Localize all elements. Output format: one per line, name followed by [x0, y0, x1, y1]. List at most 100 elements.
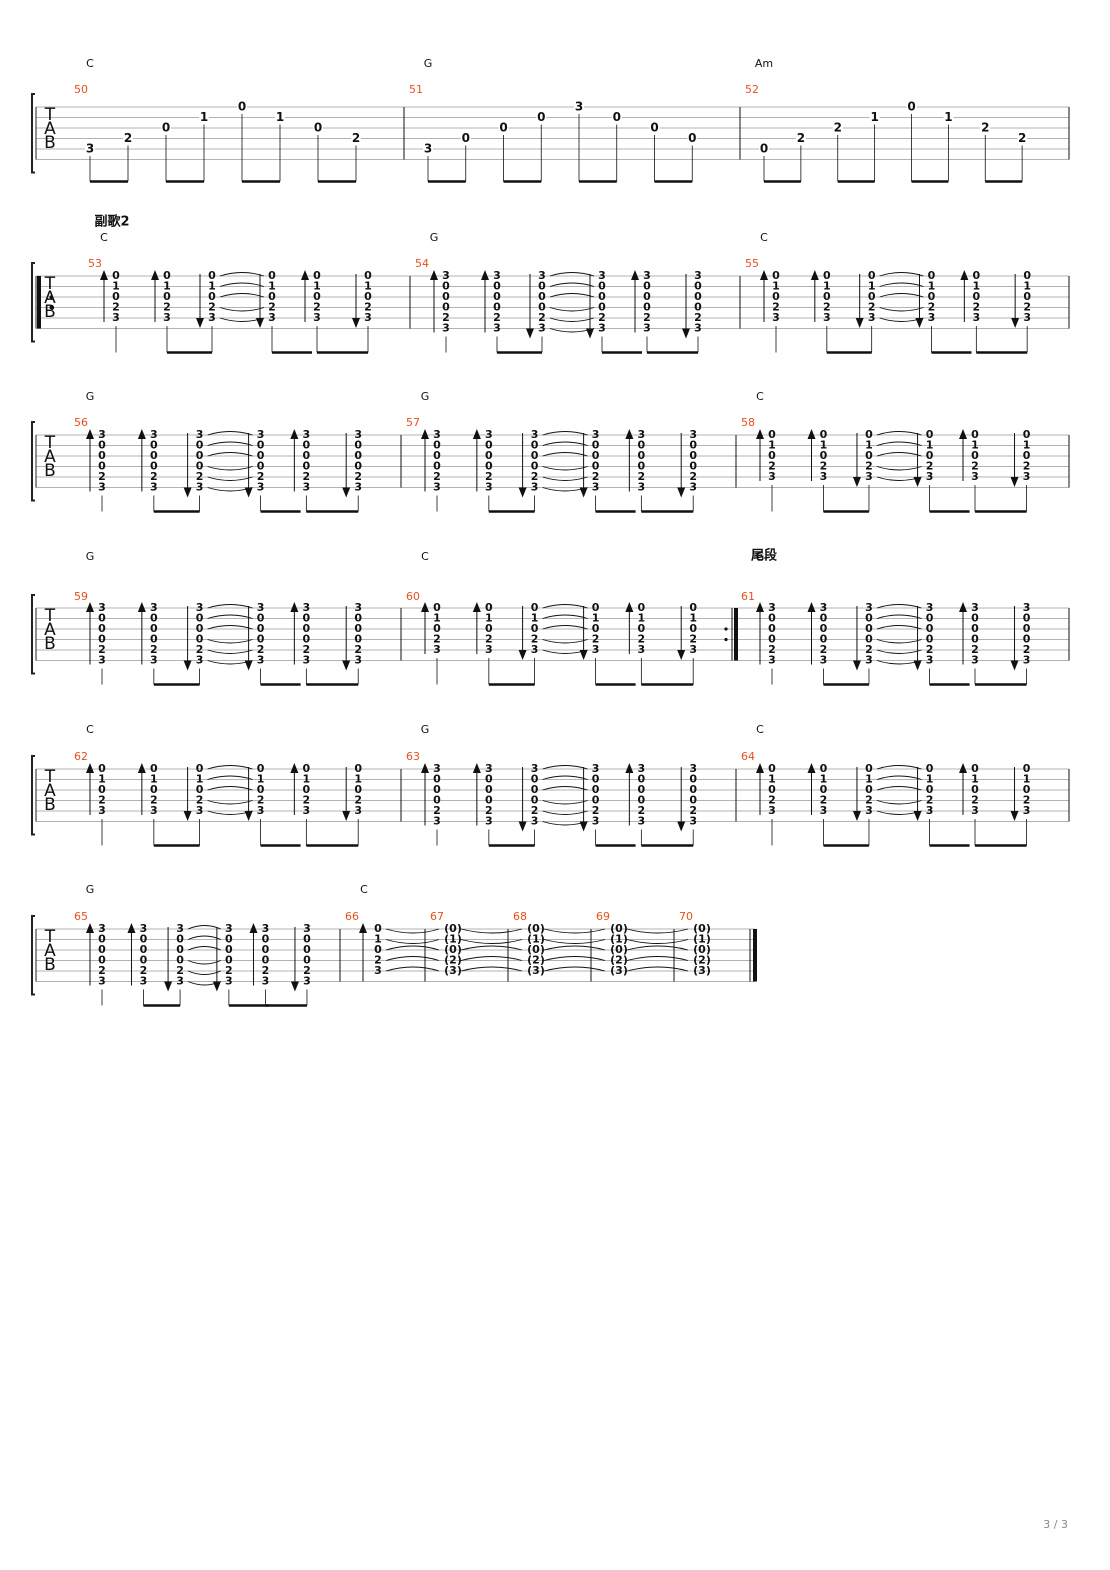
fret-number: 2 [98, 643, 106, 656]
fret-number: 3 [433, 481, 441, 494]
fret-number: 0 [98, 943, 106, 956]
fret-number: 2 [150, 470, 158, 483]
tie-curve [879, 282, 924, 287]
fret-number: 0 [303, 633, 311, 646]
strum-down-arrow [352, 318, 360, 328]
fret-number: 1 [865, 773, 873, 786]
fret-number: 0 [768, 783, 776, 796]
fret-number: 0 [926, 633, 934, 646]
fret-number: 0 [98, 449, 106, 462]
fret-number: 0 [98, 933, 106, 946]
tie-curve [542, 765, 588, 770]
fret-background [943, 111, 954, 124]
fret-number: 3 [485, 428, 493, 441]
fret-number: 0 [485, 794, 493, 807]
fret-number: 0 [772, 290, 780, 303]
fret-number: 1 [1023, 280, 1031, 293]
fret-number: 0 [1023, 290, 1031, 303]
section-label: 副歌2 [94, 214, 129, 230]
fret-number: 3 [638, 643, 646, 656]
fret-number: (2) [527, 954, 545, 967]
fret-number: 0 [196, 783, 204, 796]
measure-number: 53 [88, 257, 102, 270]
fret-number: 3 [196, 804, 204, 817]
fret-number: (0) [444, 922, 462, 935]
fret-number: 0 [354, 449, 362, 462]
tie-curve [542, 452, 588, 457]
system-bracket [31, 421, 35, 502]
fret-number: 3 [689, 428, 697, 441]
fret-number: 2 [352, 131, 360, 145]
fret-number: 3 [493, 269, 501, 282]
fret-number: (0) [693, 922, 711, 935]
strum-down-arrow [518, 650, 527, 660]
tie-curve [626, 928, 689, 934]
tie-curve [876, 649, 922, 654]
fret-number: 3 [303, 922, 311, 935]
fret-number: 2 [257, 470, 265, 483]
fret-number: 0 [354, 439, 362, 452]
fret-number: 0 [303, 612, 311, 625]
system-bracket [31, 755, 35, 836]
strum-down-arrow [244, 811, 253, 821]
strum-up-arrow [86, 429, 94, 439]
fret-number: 3 [973, 311, 981, 324]
fret-number: 0 [176, 933, 184, 946]
fret-number: 2 [485, 633, 493, 646]
strum-up-arrow [359, 923, 367, 933]
fret-number: 0 [176, 954, 184, 967]
fret-number: 0 [538, 290, 546, 303]
fret-background [199, 111, 209, 124]
fret-number: 0 [485, 601, 493, 614]
fret-number: 0 [433, 460, 441, 473]
measure-number: 69 [596, 910, 610, 923]
tie-curve [542, 614, 588, 619]
strum-down-arrow [256, 318, 264, 328]
fret-number: 0 [643, 280, 651, 293]
tie-curve [219, 282, 265, 287]
fret-number: 0 [531, 439, 539, 452]
fret-number: 3 [689, 481, 697, 494]
fret-number: 0 [928, 269, 936, 282]
fret-number: 0 [433, 622, 441, 635]
fret-number: 0 [313, 269, 321, 282]
fret-number: 3 [820, 804, 828, 817]
fret-number: 3 [225, 922, 233, 935]
fret-number: 2 [196, 643, 204, 656]
fret-number: 2 [689, 470, 697, 483]
strum-up-arrow [290, 429, 299, 439]
measure-number: 66 [345, 910, 359, 923]
strum-up-arrow [421, 429, 429, 439]
fret-number: 0 [638, 439, 646, 452]
fret-background [1017, 132, 1028, 145]
chord-name: C [756, 723, 764, 736]
tie-curve [219, 307, 265, 312]
chord-name: C [421, 550, 429, 563]
tie-curve [876, 431, 922, 436]
fret-number: 0 [150, 460, 158, 473]
tie-curve [876, 786, 922, 791]
system-bracket [31, 594, 35, 675]
fret-number: 0 [196, 612, 204, 625]
fret-number: 1 [823, 280, 831, 293]
chord-name: G [424, 57, 433, 70]
tie-curve [543, 928, 606, 934]
tie-curve [876, 614, 922, 619]
fret-number: 0 [354, 460, 362, 473]
fret-number: 3 [354, 601, 362, 614]
fret-number: 2 [643, 311, 651, 324]
strum-up-arrow [756, 429, 764, 439]
fret-number: 3 [433, 815, 441, 828]
fret-number: 3 [262, 975, 270, 988]
fret-number: 0 [973, 269, 981, 282]
tab-clef-letter: A [44, 620, 56, 640]
fret-number: 0 [689, 794, 697, 807]
fret-number: 0 [442, 290, 450, 303]
fret-number: 1 [689, 612, 697, 625]
fret-number: 2 [768, 460, 776, 473]
fret-number: 0 [303, 460, 311, 473]
fret-number: 0 [926, 449, 934, 462]
fret-number: 3 [1023, 311, 1031, 324]
fret-background [611, 111, 622, 124]
